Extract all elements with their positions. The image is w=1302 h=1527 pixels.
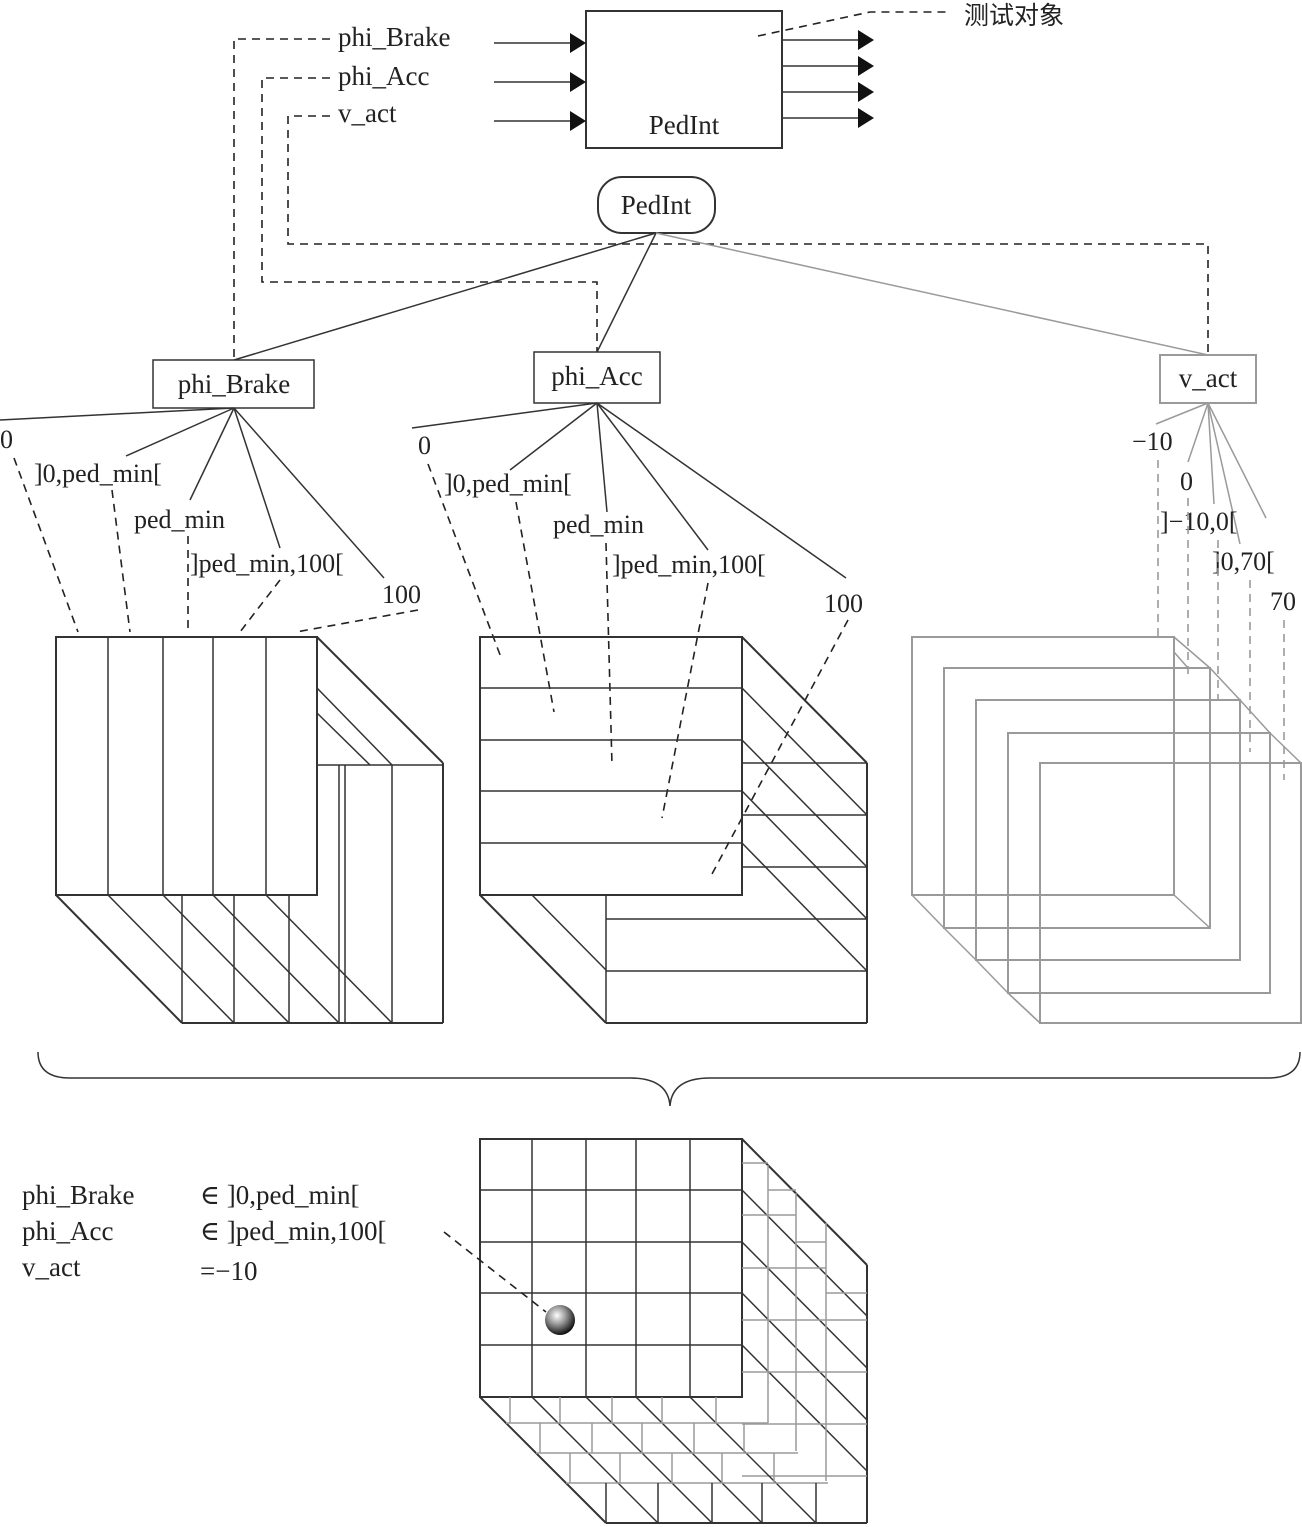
class-label: 100	[824, 589, 863, 618]
class-label: ped_min	[553, 510, 644, 539]
test-case-leader	[443, 1231, 547, 1313]
classification-v-act: v_act −10 0 ]−10,0[ ]0,70[ 70	[911, 354, 1302, 1024]
input-mapping-lines	[233, 38, 1209, 360]
result-name: v_act	[22, 1252, 81, 1282]
result-value: =−10	[200, 1256, 257, 1286]
partition-cube-v-act	[911, 636, 1302, 1024]
test-case-ball-icon	[545, 1305, 575, 1335]
combine-brace	[37, 1051, 1301, 1107]
class-label: ]ped_min,100[	[612, 550, 766, 579]
classification-label: phi_Acc	[551, 361, 642, 391]
test-case-description: phi_Brake ∈ ]0,ped_min[ phi_Acc ∈ ]ped_m…	[22, 1180, 386, 1286]
arrow-head-icon	[858, 56, 874, 76]
arrow-head-icon	[570, 111, 586, 131]
input-label-phi-brake: phi_Brake	[338, 22, 450, 52]
class-label: 100	[382, 580, 421, 609]
classification-phi-brake: phi_Brake 0 ]0,ped_min[ ped_min ]ped_min…	[0, 359, 444, 1024]
class-label: 0	[418, 431, 431, 460]
class-label: ]−10,0[	[1160, 507, 1237, 536]
classification-phi-acc: phi_Acc 0 ]0,ped_min[ ped_min ]ped_min,1…	[411, 351, 868, 1024]
classification-label: v_act	[1179, 363, 1238, 393]
block-rect	[585, 10, 783, 149]
class-label: ]ped_min,100[	[190, 549, 344, 578]
arrow-head-icon	[570, 72, 586, 92]
class-label: 70	[1270, 587, 1296, 616]
input-label-v-act: v_act	[338, 98, 397, 128]
class-label: ped_min	[134, 505, 225, 534]
class-label: 0	[0, 425, 13, 454]
input-label-phi-acc: phi_Acc	[338, 61, 429, 91]
class-label: ]0,ped_min[	[34, 459, 162, 488]
classification-label: phi_Brake	[178, 369, 290, 399]
combined-cube	[443, 1138, 868, 1524]
class-label: 0	[1180, 467, 1193, 496]
arrow-head-icon	[858, 108, 874, 128]
arrow-head-icon	[858, 30, 874, 50]
annotation-label: 测试对象	[964, 1, 1064, 30]
output-arrows	[782, 30, 874, 128]
partition-cube-phi-brake	[55, 636, 444, 1024]
arrow-head-icon	[570, 33, 586, 53]
class-label: ]0,70[	[1212, 547, 1275, 576]
result-name: phi_Brake	[22, 1180, 134, 1210]
result-value: ∈ ]ped_min,100[	[200, 1216, 386, 1246]
arrow-head-icon	[858, 82, 874, 102]
test-object-block: PedInt 测试对象 phi_Brake phi_Acc v_act	[338, 1, 1064, 149]
input-arrows	[494, 33, 586, 131]
class-label: −10	[1132, 427, 1173, 456]
partition-cube-phi-acc	[479, 636, 868, 1024]
root-label: PedInt	[621, 190, 692, 220]
class-label: ]0,ped_min[	[444, 469, 572, 498]
result-name: phi_Acc	[22, 1216, 113, 1246]
tree-root: PedInt	[233, 176, 1209, 361]
annotation-leader	[757, 11, 948, 37]
result-value: ∈ ]0,ped_min[	[200, 1180, 359, 1210]
block-title: PedInt	[649, 110, 720, 140]
